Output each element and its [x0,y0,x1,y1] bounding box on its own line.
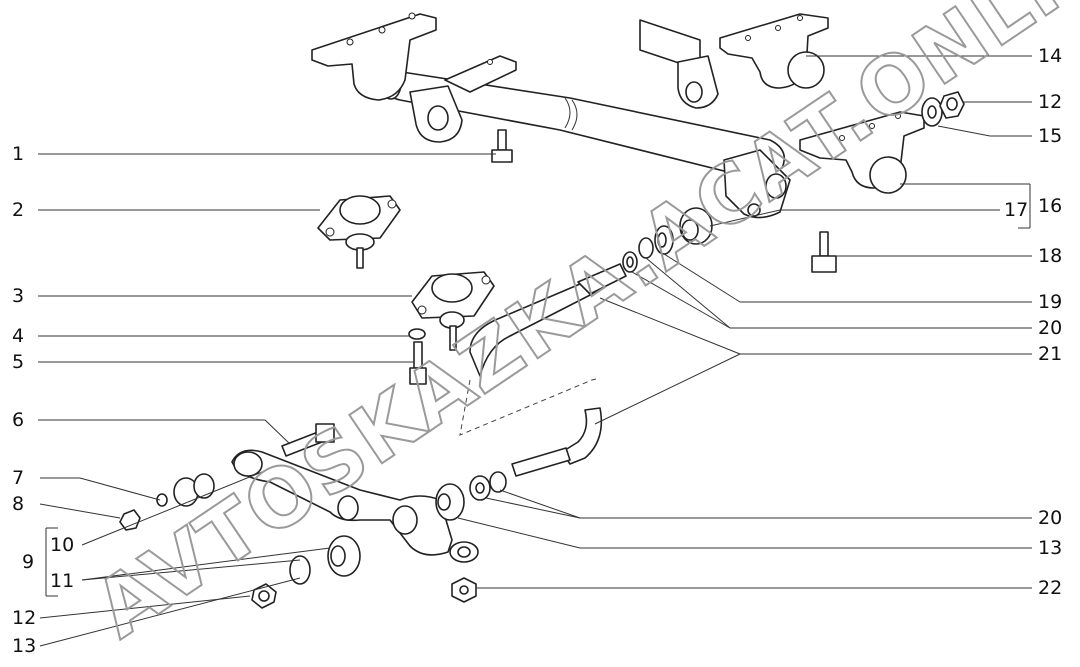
callout-9: 9 [22,551,35,573]
callout-5: 5 [12,351,25,373]
arm-bushing [173,473,215,507]
callout-4: 4 [12,325,25,347]
callout-15: 15 [1038,125,1063,147]
leader-lines [38,153,496,647]
washer-4 [408,328,426,340]
lower-arm [231,449,479,563]
washer-7 [156,493,168,507]
callout-12-left: 12 [12,607,37,629]
callout-13-left: 13 [12,635,37,657]
callout-17: 17 [1004,199,1029,221]
ball-joint-upper [317,195,401,269]
callout-3: 3 [12,285,25,307]
callout-22: 22 [1038,577,1063,599]
callout-19: 19 [1038,291,1063,313]
ball-joint-lower [411,271,495,351]
callout-12-right: 12 [1038,91,1063,113]
nut-12-upper [921,91,965,127]
leader-lines-right [457,55,1032,589]
callout-14: 14 [1038,45,1063,67]
callout-1: 1 [12,143,25,165]
callout-20-lower: 20 [1038,507,1063,529]
lower-bushings [251,535,361,609]
upper-bushings [622,207,713,273]
bolt-5 [409,341,427,385]
middle-bushings [435,471,507,521]
callout-18: 18 [1038,245,1063,267]
upper-support-bracket [639,13,829,109]
bolt-6 [281,423,335,457]
stabilizer-bar [459,263,627,477]
callout-10: 10 [50,534,75,556]
bolt-1 [491,129,513,163]
callout-7: 7 [12,467,25,489]
callout-13-right: 13 [1038,537,1063,559]
callout-11: 11 [50,570,75,592]
callout-6: 6 [12,409,25,431]
right-support-bracket [723,111,925,219]
callout-16: 16 [1038,195,1063,217]
bolt-18 [811,231,837,273]
callout-2: 2 [12,199,25,221]
callout-8: 8 [12,493,25,515]
callout-21: 21 [1038,343,1063,365]
callout-20-upper: 20 [1038,317,1063,339]
nut-8 [119,509,141,531]
cross-member [311,12,786,181]
